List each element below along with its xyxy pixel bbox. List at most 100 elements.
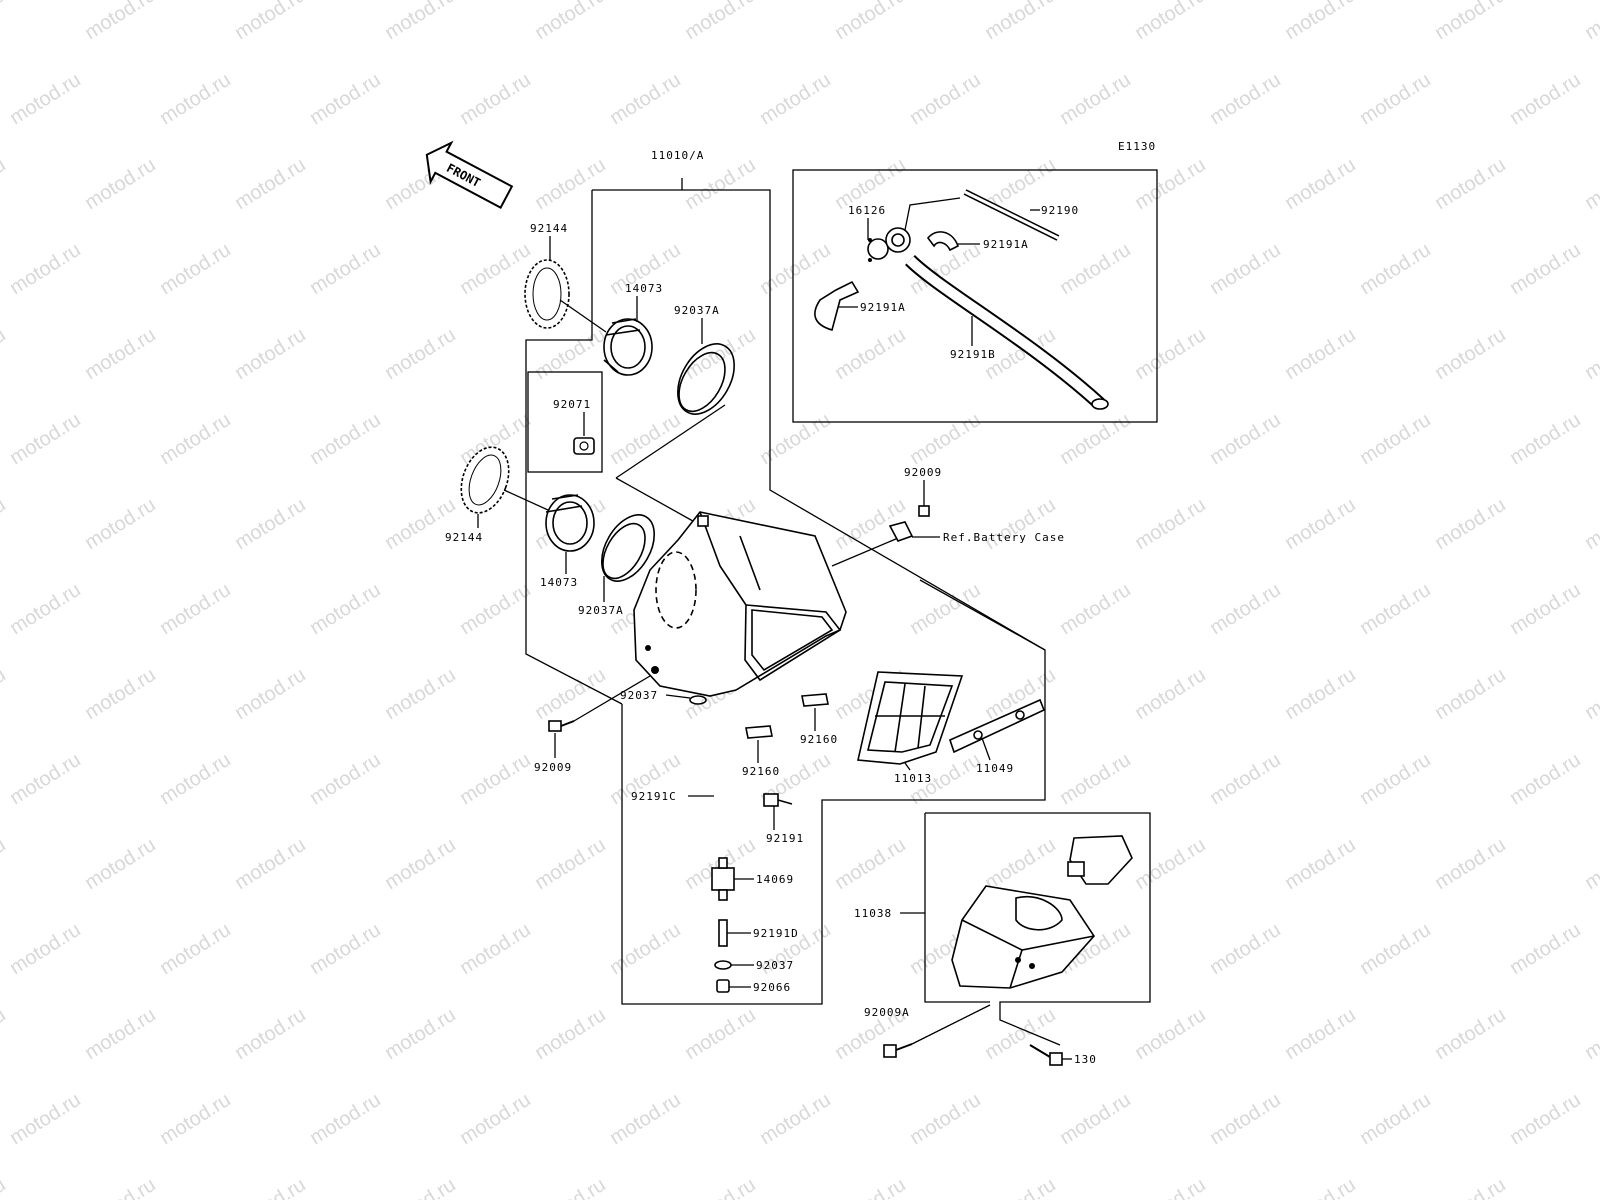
breather-inset-box — [792, 169, 1158, 423]
label-130: 130 — [1074, 1053, 1097, 1066]
watermark-text: motod.ru — [81, 664, 160, 724]
hose-92190 — [963, 189, 1060, 241]
watermark-text: motod.ru — [756, 1089, 835, 1149]
watermark-text: motod.ru — [681, 1174, 760, 1200]
watermark-text: motod.ru — [1581, 154, 1600, 214]
watermark-text: motod.ru — [1581, 664, 1600, 724]
label-92191c: 92191C — [631, 790, 677, 803]
clamp-92037a-top — [677, 343, 735, 415]
watermark-text: motod.ru — [381, 324, 460, 384]
watermark-text: motod.ru — [1056, 239, 1135, 299]
diagram-code: E1130 — [1118, 140, 1156, 153]
watermark-text: motod.ru — [1056, 749, 1135, 809]
watermark-text: motod.ru — [81, 154, 160, 214]
watermark-text: motod.ru — [81, 1004, 160, 1064]
watermark-text: motod.ru — [981, 0, 1060, 44]
watermark-text: motod.ru — [1131, 1004, 1210, 1064]
leader-92144-bottom-b — [503, 489, 549, 511]
bolt-92009a — [883, 1043, 913, 1058]
hose-92191c — [697, 710, 727, 851]
bolt-130 — [1029, 1044, 1063, 1066]
label-92144-top: 92144 — [530, 222, 568, 235]
watermark-text: motod.ru — [1206, 69, 1285, 129]
watermark-text: motod.ru — [1056, 1089, 1135, 1149]
watermark-text: motod.ru — [231, 664, 310, 724]
watermark-text: motod.ru — [6, 69, 85, 129]
assembly-bracket-main — [592, 189, 1046, 1005]
label-92009a: 92009A — [864, 1006, 910, 1019]
watermark-text: motod.ru — [1506, 579, 1585, 639]
watermark-text: motod.ru — [381, 0, 460, 44]
watermark-text: motod.ru — [606, 919, 685, 979]
watermark-text: motod.ru — [531, 1004, 610, 1064]
watermark-text: motod.ru — [1506, 749, 1585, 809]
watermark-text: motod.ru — [606, 69, 685, 129]
watermark-text: motod.ru — [306, 579, 385, 639]
watermark-text: motod.ru — [306, 409, 385, 469]
watermark-text: motod.ru — [531, 664, 610, 724]
watermark-text: motod.ru — [0, 1174, 10, 1200]
watermark-text: motod.ru — [6, 749, 85, 809]
watermark-text: motod.ru — [1581, 834, 1600, 894]
watermark-text: motod.ru — [381, 664, 460, 724]
watermark-text: motod.ru — [1431, 0, 1510, 44]
watermark-text: motod.ru — [1131, 324, 1210, 384]
bolt-92009-top — [918, 505, 930, 517]
watermark-text: motod.ru — [456, 239, 535, 299]
label-92066: 92066 — [753, 981, 791, 994]
watermark-text: motod.ru — [0, 1004, 10, 1064]
label-92191b: 92191B — [950, 348, 996, 361]
label-92191: 92191 — [766, 832, 804, 845]
watermark-text: motod.ru — [1206, 749, 1285, 809]
watermark-text: motod.ru — [1581, 1004, 1600, 1064]
watermark-text: motod.ru — [306, 1089, 385, 1149]
watermark-text: motod.ru — [1506, 239, 1585, 299]
label-92191a-left: 92191A — [860, 301, 906, 314]
label-14073-top: 14073 — [625, 282, 663, 295]
label-14069: 14069 — [756, 873, 794, 886]
watermark-text: motod.ru — [1356, 409, 1435, 469]
watermark-text: motod.ru — [1356, 69, 1435, 129]
bracket-diagonal-2 — [615, 477, 701, 526]
leader-92009-left-b — [573, 675, 651, 722]
label-92037-mid: 92037 — [620, 689, 658, 702]
pad-92160-right — [801, 693, 829, 707]
watermark-text: motod.ru — [1431, 324, 1510, 384]
watermark-text: motod.ru — [0, 0, 10, 44]
watermark-text: motod.ru — [681, 1004, 760, 1064]
watermark-text: motod.ru — [1281, 154, 1360, 214]
clip-92037-bottom — [714, 960, 732, 970]
label-92190: 92190 — [1041, 204, 1079, 217]
watermark-text: motod.ru — [531, 324, 610, 384]
watermark-text: motod.ru — [906, 1089, 985, 1149]
watermark-text: motod.ru — [456, 919, 535, 979]
label-11010a: 11010/A — [651, 149, 704, 162]
inset-box-11038 — [925, 812, 1151, 1046]
breather-16126 — [867, 227, 911, 262]
clip-92037-mid — [689, 695, 707, 705]
clamp-92037a-bottom — [600, 514, 656, 582]
watermark-text: motod.ru — [831, 0, 910, 44]
watermark-text: motod.ru — [1281, 0, 1360, 44]
watermark-text: motod.ru — [1431, 834, 1510, 894]
watermark-text: motod.ru — [456, 579, 535, 639]
cap-11038 — [1067, 835, 1133, 885]
leader-92037-mid — [665, 694, 691, 699]
watermark-text: motod.ru — [156, 239, 235, 299]
watermark-text: motod.ru — [906, 69, 985, 129]
watermark-text: motod.ru — [1131, 0, 1210, 44]
label-92009-top: 92009 — [904, 466, 942, 479]
watermark-text: motod.ru — [1056, 579, 1135, 639]
watermark-text: motod.ru — [81, 324, 160, 384]
watermark-text: motod.ru — [1131, 494, 1210, 554]
watermark-text: motod.ru — [1431, 494, 1510, 554]
watermark-text: motod.ru — [756, 239, 835, 299]
front-arrow-icon: FRONT — [425, 140, 514, 209]
watermark-text: motod.ru — [1056, 409, 1135, 469]
watermark-text: motod.ru — [1356, 1089, 1435, 1149]
watermark-text: motod.ru — [6, 239, 85, 299]
watermark-text: motod.ru — [831, 324, 910, 384]
watermark-text: motod.ru — [231, 494, 310, 554]
watermark-text: motod.ru — [981, 834, 1060, 894]
